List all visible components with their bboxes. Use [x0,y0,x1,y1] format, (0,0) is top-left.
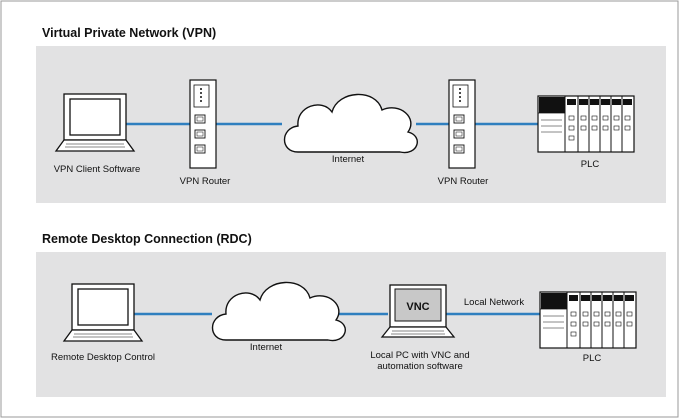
vpn-router-right-icon [448,79,476,169]
rdc-local-pc-label-line2: automation software [377,361,463,372]
vpn-plc-icon [537,95,635,153]
vpn-router-left-label: VPN Router [180,176,231,187]
rdc-control-label: Remote Desktop Control [51,352,155,363]
rdc-title: Remote Desktop Connection (RDC) [42,232,252,246]
vpn-client-label: VPN Client Software [54,164,141,175]
rdc-local-pc-label-line1: Local PC with VNC and [370,350,469,361]
rdc-internet-label: Internet [250,342,283,353]
rdc-plc-label: PLC [583,353,602,364]
vpn-title: Virtual Private Network (VPN) [42,26,216,40]
vpn-router-left-icon [189,79,217,169]
rdc-vnc-screen-label: VNC [406,301,429,313]
vpn-internet-label: Internet [332,154,365,165]
rdc-plc-icon [539,291,637,349]
vpn-router-right-label: VPN Router [438,176,489,187]
vpn-plc-label: PLC [581,159,600,170]
rdc-local-network-label: Local Network [464,297,524,308]
vpn-client-laptop-icon [55,93,135,152]
rdc-control-laptop-icon [63,283,143,342]
